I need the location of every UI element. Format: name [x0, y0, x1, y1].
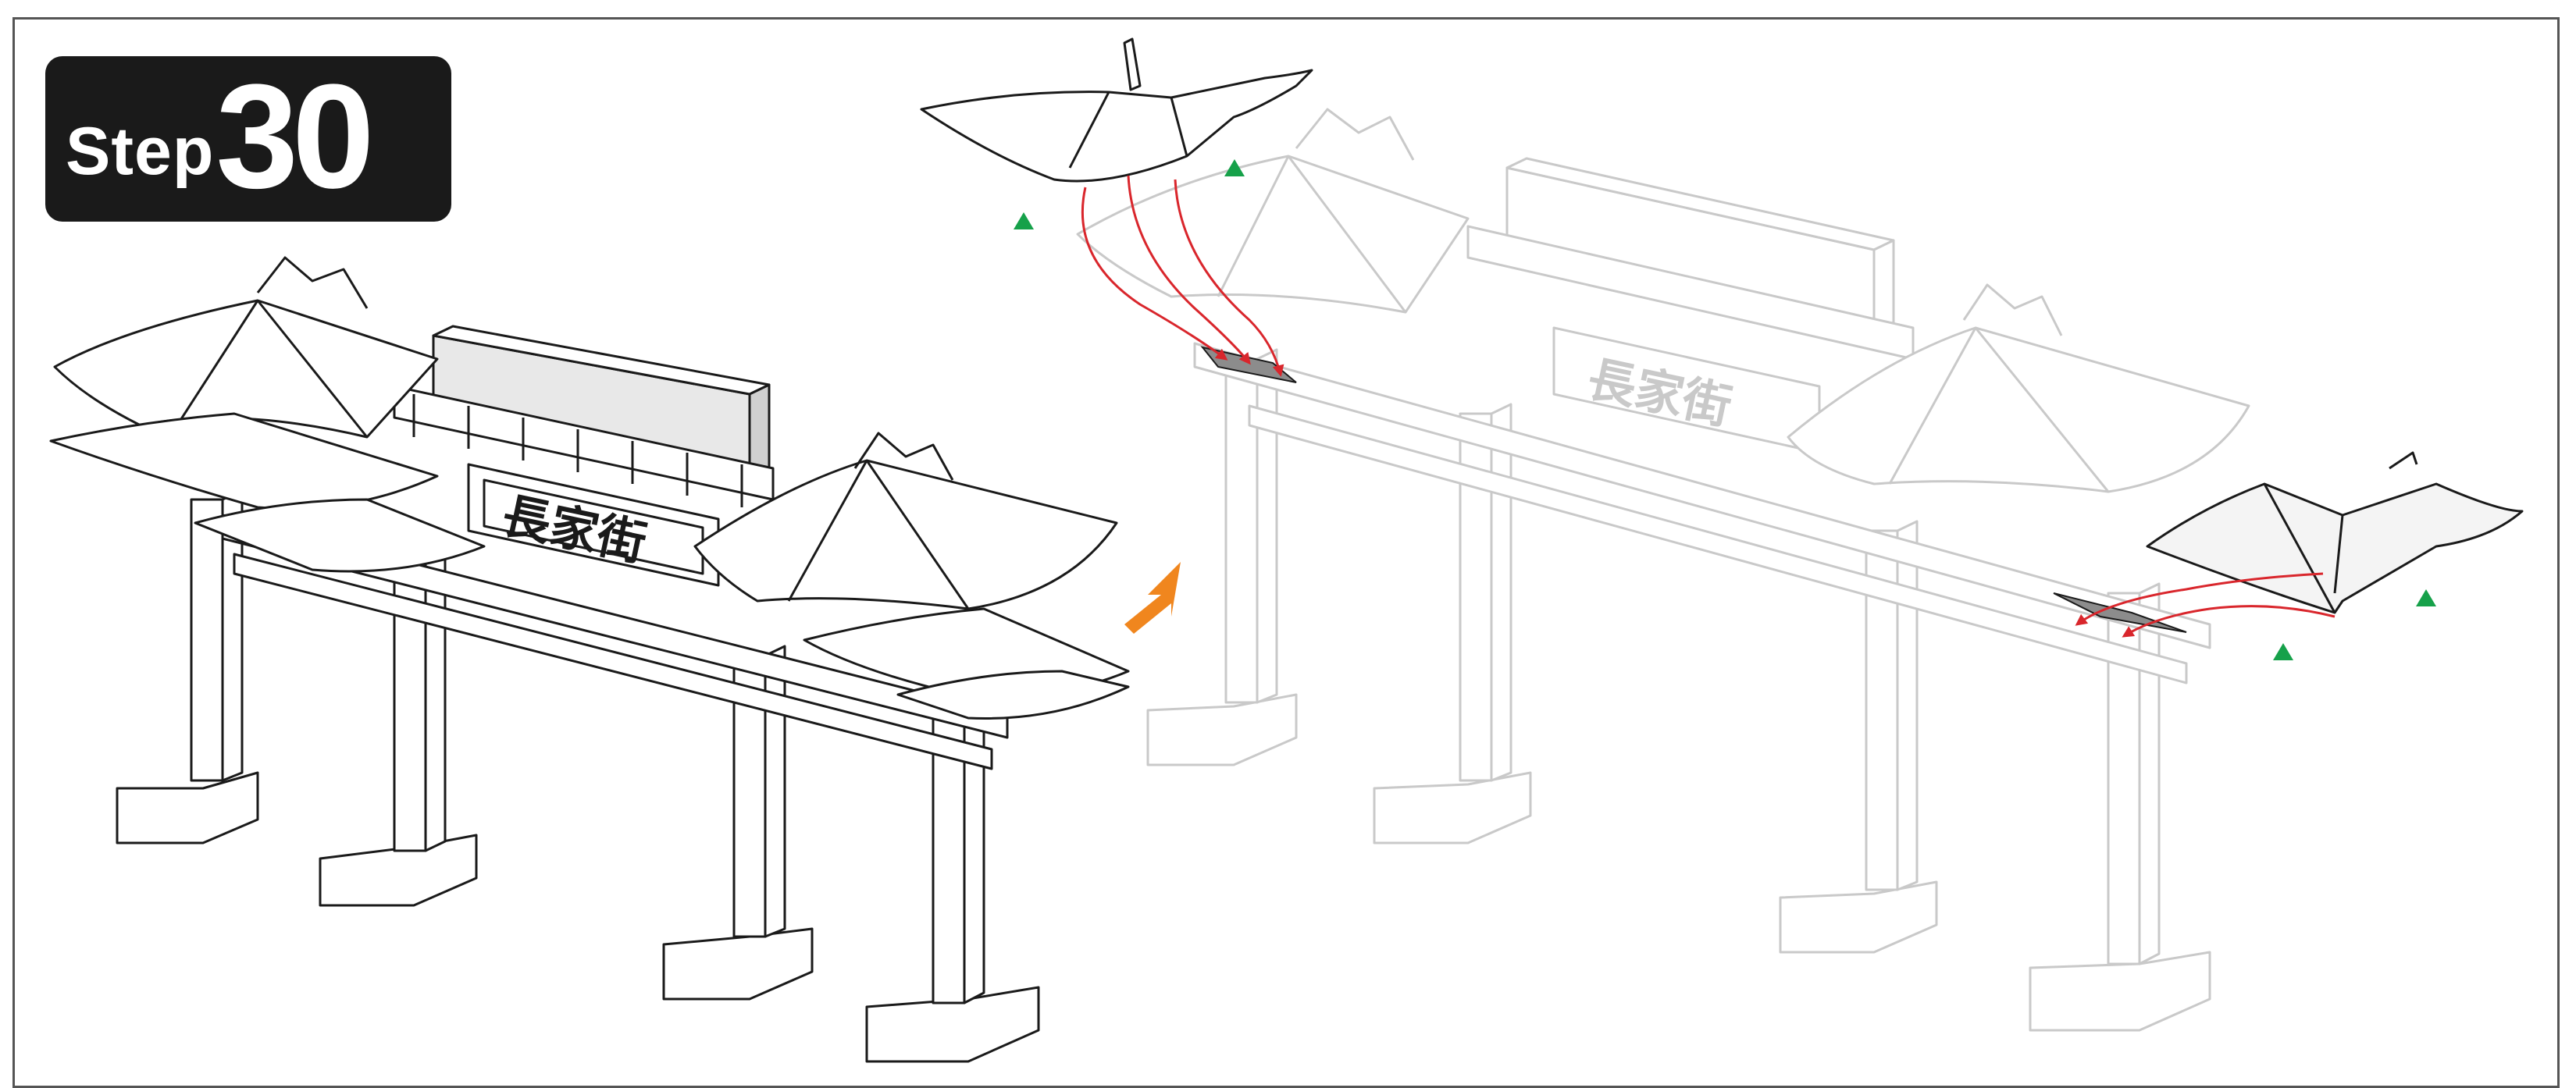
detached-roof-piece-top — [920, 37, 1313, 183]
green-marker-3 — [2416, 589, 2436, 606]
orange-direction-arrow-icon — [1124, 562, 1181, 634]
central-box — [432, 325, 771, 478]
step-badge: Step 30 — [45, 56, 451, 222]
completed-archway-model: 長家街 — [49, 256, 1130, 1063]
green-marker-2 — [1224, 159, 1245, 176]
red-insertion-arrow-icon — [1081, 175, 2336, 638]
pillar-bases — [116, 771, 1040, 1063]
step-word: Step — [66, 114, 215, 189]
ghost-archway-model: 長家街 — [1076, 108, 2250, 1032]
right-roof — [693, 432, 1130, 698]
side-roofs — [194, 498, 1130, 720]
green-marker-1 — [1014, 212, 1034, 229]
left-roof — [49, 256, 439, 510]
sign-board: 長家街 — [467, 463, 720, 587]
green-triangle-marker-icon — [1014, 159, 2436, 660]
green-marker-4 — [2273, 643, 2293, 660]
step-number: 30 — [216, 54, 374, 219]
detached-roof-piece-right — [2146, 451, 2524, 614]
